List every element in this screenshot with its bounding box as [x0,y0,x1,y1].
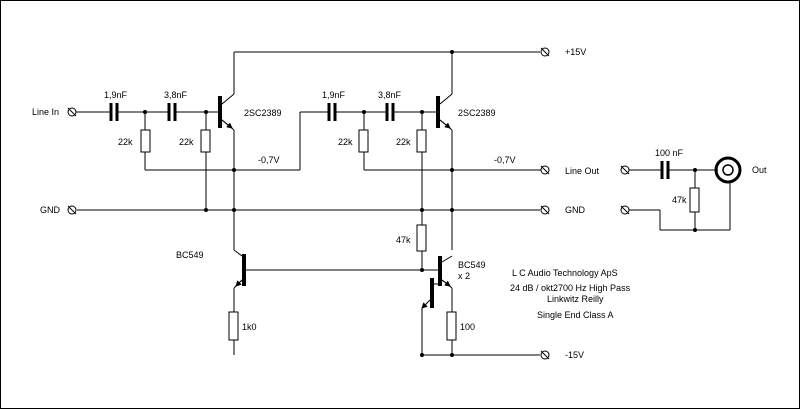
gnd-left-terminal[interactable]: GND [40,205,77,215]
transistor-q1: 2SC2389 [218,52,282,250]
c2-value: 3,8nF [164,90,188,100]
resistor-r5: 47k [396,224,427,272]
capacitor-c4: 3,8nF [378,90,402,121]
v2-label: -0,7V [494,155,516,165]
resistor-r2: 22k [179,112,211,210]
line-out-label: Line Out [565,166,600,176]
r3-value: 22k [338,137,353,147]
r5-value: 47k [396,235,411,245]
q4-label: BC549 [458,260,486,270]
line-in-label: Line In [32,107,59,117]
input-line [76,110,218,114]
line-in-terminal[interactable]: Line In [32,107,77,117]
info-spec: 24 dB / okt2700 Hz High Pass [510,283,631,293]
resistor-r1: 22k [118,112,151,170]
line-out-terminal[interactable]: Line Out [540,165,600,176]
resistor-r6: 47k [629,170,731,232]
transistor-q2: 2SC2389 [436,52,496,250]
gnd-left-label: GND [40,205,61,215]
c1-value: 1,9nF [104,90,128,100]
rca-output-jack[interactable]: Out [714,156,767,184]
plus15-terminal[interactable]: +15V [540,47,586,57]
capacitor-c2: 3,8nF [164,90,188,121]
minus15-terminal[interactable]: -15V [540,350,584,360]
r4-value: 22k [396,137,411,147]
q3-label: BC549 [176,250,204,260]
c3-value: 1,9nF [322,90,346,100]
plus15-rail [234,50,540,54]
capacitor-c5: 100 nF [629,148,718,179]
transistor-q4: BC549 x 2 [420,255,486,357]
stage2-input-line [300,110,438,114]
resistor-r3: 22k [338,112,369,170]
capacitor-c1: 1,9nF [104,90,128,121]
plus15-label: +15V [565,47,586,57]
resistor-r4: 22k [396,112,427,225]
gnd-right-terminal[interactable]: GND [540,205,586,215]
info-block: L C Audio Technology ApS 24 dB / okt2700… [510,268,631,320]
out-label: Out [752,165,767,175]
stage1-feedback: -0,7V [145,112,301,172]
minus15-label: -15V [565,350,584,360]
gnd-right-label: GND [565,205,586,215]
capacitor-c3: 1,9nF [322,90,346,121]
transistor-q3: BC549 [176,249,440,312]
c4-value: 3,8nF [378,90,402,100]
c5-value: 100 nF [655,148,684,158]
r7-value: 1k0 [242,322,257,332]
v1-label: -0,7V [258,155,280,165]
resistor-r8: 100 [446,311,475,355]
gnd-rail [77,208,540,212]
r2-value: 22k [179,137,194,147]
q2-label: 2SC2389 [458,108,496,118]
output-terminal-left[interactable] [620,165,630,215]
info-topology: Single End Class A [537,310,614,320]
minus15-rail [422,353,540,357]
q4-count: x 2 [458,271,470,281]
stage2-output: -0,7V [364,155,541,172]
r6-value: 47k [672,195,687,205]
info-company: L C Audio Technology ApS [512,268,618,278]
info-filter-type: Linkwitz Reilly [547,294,604,304]
resistor-r7: 1k0 [228,311,257,355]
r8-value: 100 [460,322,475,332]
r1-value: 22k [118,137,133,147]
q1-label: 2SC2389 [244,108,282,118]
